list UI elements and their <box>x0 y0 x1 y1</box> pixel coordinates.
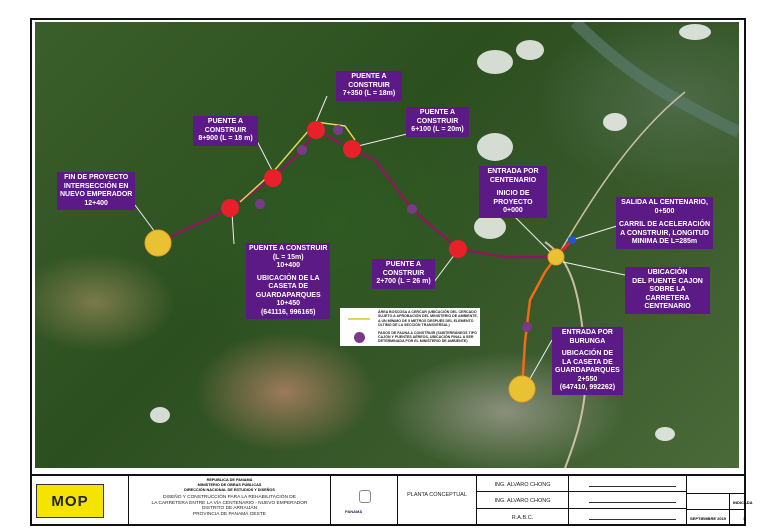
legend-purple-dot-swatch <box>353 331 365 343</box>
disenio-value: ING. ALVARO CHONG <box>494 482 551 488</box>
road-north <box>559 91 686 253</box>
leader-lines <box>134 95 626 385</box>
approvals-cell <box>569 476 687 524</box>
sheet-title: PLANTA CONCEPTUAL <box>407 492 467 498</box>
endpoint-markers <box>144 229 565 403</box>
legend-fence-text: ÁREA BOSCOSA A CERCAR (UBICACIÓN DEL CER… <box>378 310 478 328</box>
signature-line <box>589 502 676 504</box>
calculo-value: ING. ALVARO CHONG <box>494 498 551 505</box>
burunga-route <box>520 256 558 390</box>
bridge-markers <box>221 121 467 258</box>
panama-seal-icon <box>359 490 371 503</box>
dibujo-value: R.A.B.C. <box>511 514 534 521</box>
endpoint-burunga <box>508 375 536 403</box>
sheet-meta-cell: INDICADA SEPTIEMBRE 2019 1 <box>687 476 753 524</box>
endpoint-nuevo-emperador <box>144 229 172 257</box>
endpoint-centenario <box>547 248 565 266</box>
bridge-marker-8900 <box>264 169 282 187</box>
panama-seal-text: PANAMÁ <box>345 509 363 514</box>
legend-row-wildlife: PASOS DE FAUNA A CONSTRUIR (SUBTERRÁNEOS… <box>340 331 478 344</box>
sheet-title-cell: PLANTA CONCEPTUAL <box>398 476 477 524</box>
hoja-value: 1 <box>743 516 746 521</box>
mop-logo: MOP <box>36 484 104 518</box>
credits-cell: ING. ALVARO CHONG ING. ALVARO CHONG R.A.… <box>477 476 569 524</box>
bridge-marker-7350 <box>307 121 325 139</box>
fecha-value: SEPTIEMBRE 2019 <box>690 516 727 521</box>
legend-row-fence: ÁREA BOSCOSA A CERCAR (UBICACIÓN DEL CER… <box>340 310 478 328</box>
bridge-marker-2700 <box>449 240 467 258</box>
exit-marker <box>568 236 576 244</box>
project-description: DISEÑO Y CONSTRUCCIÓN PARA LA REHABILITA… <box>151 495 308 517</box>
signature-line <box>589 486 676 487</box>
escala-value: INDICADA <box>733 500 753 505</box>
map-legend: ÁREA BOSCOSA A CERCAR (UBICACIÓN DEL CER… <box>340 308 480 346</box>
bridge-marker-10400 <box>221 199 239 217</box>
route-overlay <box>134 22 739 468</box>
logo-cell: MOP <box>32 476 129 524</box>
wildlife-crossings <box>255 125 532 332</box>
clouds <box>150 24 711 441</box>
bridge-marker-6100 <box>343 140 361 158</box>
legend-wildlife-text: PASOS DE FAUNA A CONSTRUIR (SUBTERRÁNEOS… <box>378 330 477 344</box>
signature-line <box>589 518 676 520</box>
legend-yellow-line-swatch <box>348 317 370 320</box>
river <box>570 22 739 138</box>
seal-cell: PANAMÁ <box>331 476 398 524</box>
